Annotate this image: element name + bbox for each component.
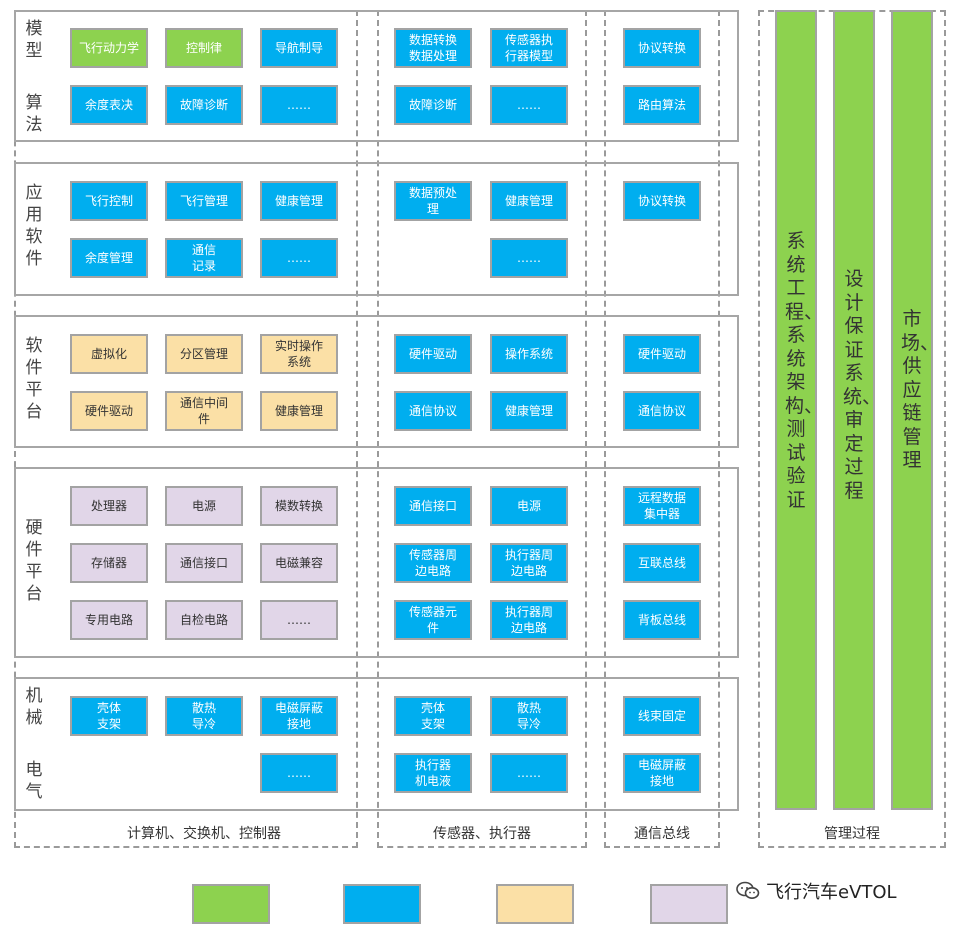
row-label-mech-text: 机械电气 xyxy=(25,686,43,802)
row-label-hwplatform-text: 硬件平台 xyxy=(25,518,43,604)
box-flight-management: 飞行管理 xyxy=(165,181,243,221)
box-fault-diagnosis: 故障诊断 xyxy=(165,85,243,125)
box-operating-system: 操作系统 xyxy=(490,334,568,374)
box-backplane-bus: 背板总线 xyxy=(623,600,701,640)
box-health-management-platform: 健康管理 xyxy=(260,391,338,431)
box-partition-management: 分区管理 xyxy=(165,334,243,374)
row-label-swplatform-text: 软件平台 xyxy=(25,336,43,422)
box-flight-dynamics: 飞行动力学 xyxy=(70,28,148,68)
legend-swatch-blue xyxy=(343,884,421,924)
row-label-model-text: 模型算法 xyxy=(25,19,43,135)
column-label-bus: 通信总线 xyxy=(634,826,690,842)
box-communication-record: 通信 记录 xyxy=(165,238,243,278)
box-hardware-driver-bus: 硬件驱动 xyxy=(623,334,701,374)
row-label-swplatform: 软件平台 xyxy=(21,335,47,423)
box-ellipsis: …… xyxy=(260,600,338,640)
box-harness-fixing: 线束固定 xyxy=(623,696,701,736)
box-communication-middleware: 通信中间 件 xyxy=(165,391,243,431)
box-remote-data-concentrator: 远程数据 集中器 xyxy=(623,486,701,526)
box-communication-protocol: 通信协议 xyxy=(394,391,472,431)
box-hardware-driver: 硬件驱动 xyxy=(70,391,148,431)
box-health-management-sensor: 健康管理 xyxy=(490,181,568,221)
management-bar-design-assurance-text: 设计保证系统、审定过程 xyxy=(843,268,882,502)
box-redundancy-management: 余度管理 xyxy=(70,238,148,278)
box-rtos: 实时操作 系统 xyxy=(260,334,338,374)
box-ellipsis: …… xyxy=(260,753,338,793)
box-dedicated-circuit: 专用电路 xyxy=(70,600,148,640)
row-swplatform-frame xyxy=(14,315,739,448)
box-processor: 处理器 xyxy=(70,486,148,526)
box-ellipsis: …… xyxy=(260,238,338,278)
box-health-management: 健康管理 xyxy=(260,181,338,221)
box-power-sensor: 电源 xyxy=(490,486,568,526)
box-fault-diagnosis-sensor: 故障诊断 xyxy=(394,85,472,125)
row-label-app: 应用软件 xyxy=(21,182,47,270)
management-bar-systems-engineering: 系统工程、系统架构、测试验证 xyxy=(775,10,824,810)
box-communication-interface-sensor: 通信接口 xyxy=(394,486,472,526)
box-communication-interface: 通信接口 xyxy=(165,543,243,583)
box-actuator-electromechanical: 执行器 机电液 xyxy=(394,753,472,793)
box-housing-bracket: 壳体 支架 xyxy=(70,696,148,736)
box-interconnect-bus: 互联总线 xyxy=(623,543,701,583)
box-routing-algorithm: 路由算法 xyxy=(623,85,701,125)
legend-swatch-purple xyxy=(650,884,728,924)
legend-swatch-orange xyxy=(496,884,574,924)
box-actuator-peripheral-circuit-2: 执行器周 边电路 xyxy=(490,600,568,640)
management-bar-design-assurance: 设计保证系统、审定过程 xyxy=(833,10,882,810)
box-ellipsis: …… xyxy=(490,238,568,278)
column-label-computer: 计算机、交换机、控制器 xyxy=(127,826,281,842)
wechat-icon xyxy=(736,881,760,901)
watermark: 飞行汽车eVTOL xyxy=(736,877,897,905)
box-ellipsis: …… xyxy=(490,85,568,125)
legend-swatch-green xyxy=(192,884,270,924)
watermark-text: 飞行汽车eVTOL xyxy=(766,882,897,903)
column-label-management: 管理过程 xyxy=(824,826,880,842)
row-label-hwplatform: 硬件平台 xyxy=(21,517,47,605)
box-ellipsis: …… xyxy=(490,753,568,793)
box-data-preprocessing: 数据预处 理 xyxy=(394,181,472,221)
box-adc: 模数转换 xyxy=(260,486,338,526)
box-actuator-peripheral-circuit: 执行器周 边电路 xyxy=(490,543,568,583)
box-em-shielding-grounding-bus: 电磁屏蔽 接地 xyxy=(623,753,701,793)
box-protocol-conversion: 协议转换 xyxy=(623,28,701,68)
box-virtualization: 虚拟化 xyxy=(70,334,148,374)
management-bar-systems-engineering-text: 系统工程、系统架构、测试验证 xyxy=(785,230,824,511)
box-power: 电源 xyxy=(165,486,243,526)
box-communication-protocol-bus: 通信协议 xyxy=(623,391,701,431)
row-mech-frame xyxy=(14,677,739,811)
row-model-frame xyxy=(14,10,739,142)
box-heat-dissipation: 散热 导冷 xyxy=(165,696,243,736)
box-self-test-circuit: 自检电路 xyxy=(165,600,243,640)
row-app-frame xyxy=(14,162,739,296)
box-hardware-driver-sensor: 硬件驱动 xyxy=(394,334,472,374)
row-label-model: 模型算法 xyxy=(21,14,47,138)
box-sensor-element: 传感器元 件 xyxy=(394,600,472,640)
row-label-app-text: 应用软件 xyxy=(25,183,43,269)
box-protocol-conversion-app: 协议转换 xyxy=(623,181,701,221)
box-memory: 存储器 xyxy=(70,543,148,583)
management-bar-market-supply: 市场、供应链管理 xyxy=(891,10,940,810)
box-em-shielding-grounding: 电磁屏蔽 接地 xyxy=(260,696,338,736)
row-label-mech: 机械电气 xyxy=(21,681,47,805)
box-ellipsis: …… xyxy=(260,85,338,125)
box-heat-dissipation-sensor: 散热 导冷 xyxy=(490,696,568,736)
column-label-sensor: 传感器、执行器 xyxy=(433,826,531,842)
box-data-conversion: 数据转换 数据处理 xyxy=(394,28,472,68)
box-sensor-peripheral-circuit: 传感器周 边电路 xyxy=(394,543,472,583)
box-navigation-guidance: 导航制导 xyxy=(260,28,338,68)
row-hwplatform-frame xyxy=(14,467,739,658)
management-bar-market-supply-text: 市场、供应链管理 xyxy=(901,308,940,471)
box-housing-bracket-sensor: 壳体 支架 xyxy=(394,696,472,736)
box-control-law: 控制律 xyxy=(165,28,243,68)
box-emc: 电磁兼容 xyxy=(260,543,338,583)
box-sensor-actuator-model: 传感器执 行器模型 xyxy=(490,28,568,68)
box-redundancy-voting: 余度表决 xyxy=(70,85,148,125)
box-health-management-sensor-platform: 健康管理 xyxy=(490,391,568,431)
box-flight-control: 飞行控制 xyxy=(70,181,148,221)
